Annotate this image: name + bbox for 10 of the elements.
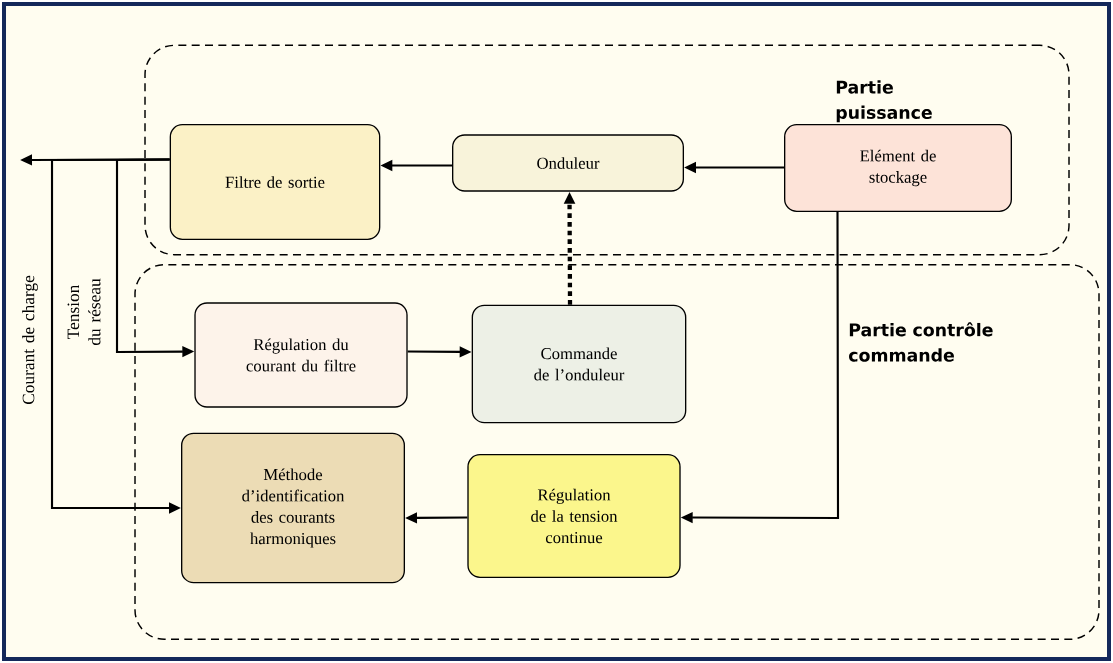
process-box: Commande de l’onduleur: [471, 304, 687, 424]
group-heading: Partie puissance: [836, 80, 932, 123]
process-box: Régulation de la tension continue: [467, 454, 681, 578]
process-box: Méthode d’identification des courants harmoniques: [181, 432, 405, 584]
process-box: Filtre de sortie: [169, 124, 381, 240]
group-heading: Partie contrôle commande: [849, 322, 993, 362]
process-box: Onduleur: [452, 134, 684, 192]
process-box: Elément de stockage: [784, 124, 1012, 212]
process-box: Régulation du courant du filtre: [194, 302, 408, 408]
edge-label: Tension du réseau: [66, 263, 102, 361]
